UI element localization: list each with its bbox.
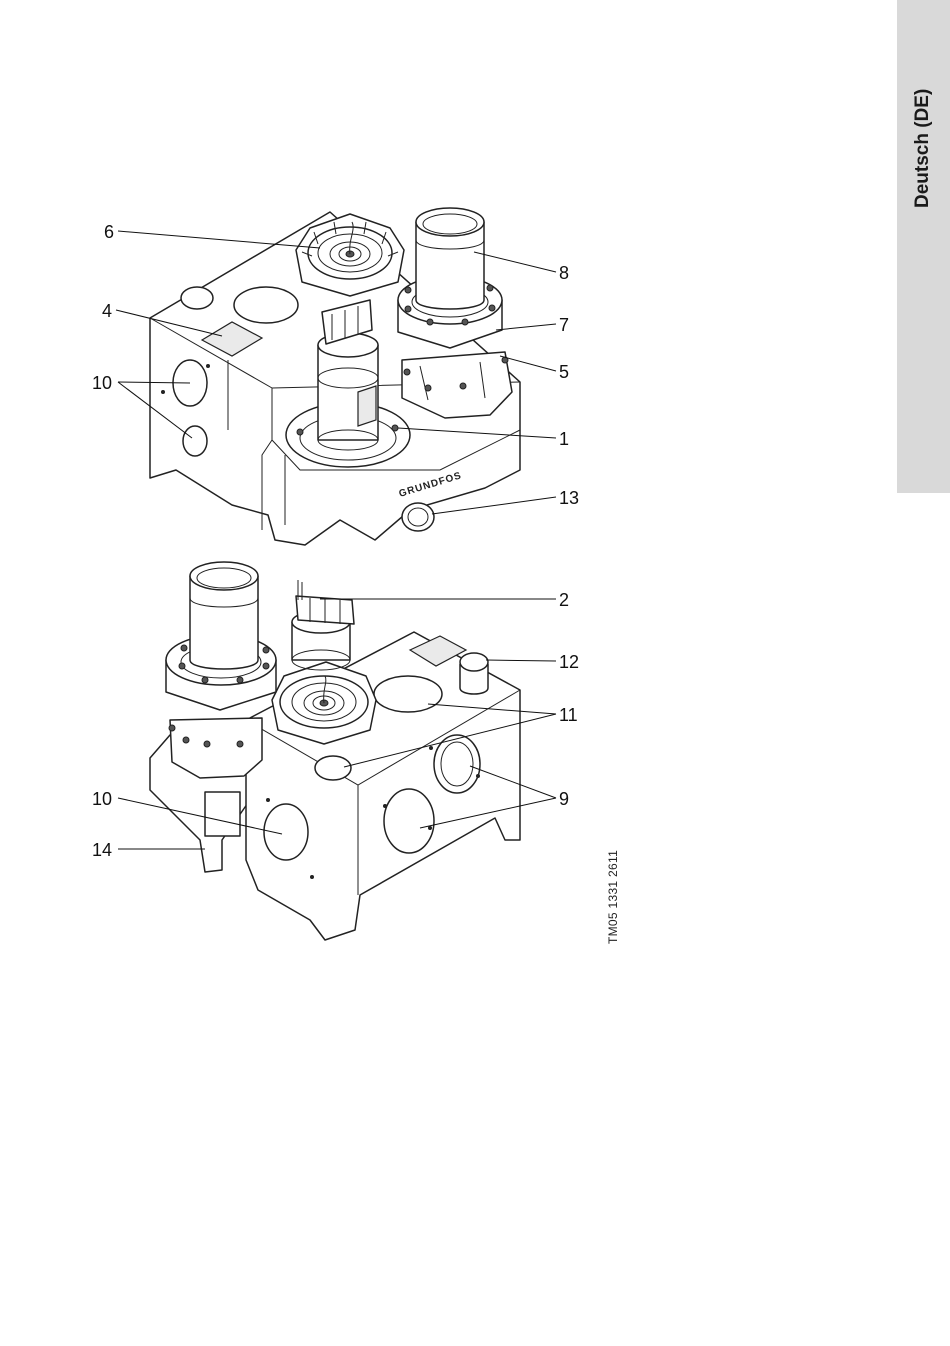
callout-14: 14 [92,840,112,860]
callout-11: 11 [559,705,578,725]
callout-10-lower: 10 [92,789,112,809]
upper-top-port [234,287,298,323]
lower-view [150,562,520,940]
upper-discharge-assembly [398,208,512,418]
lower-service-cover [272,662,376,744]
upper-front-inlet [402,503,434,531]
callout-2: 2 [559,590,569,610]
callout-6: 6 [104,222,114,242]
callout-7: 7 [559,315,569,335]
lower-discharge-assembly [166,562,276,778]
callout-5: 5 [559,362,569,382]
lower-side-inlet-right [384,789,434,853]
callout-1: 1 [559,429,569,449]
callout-10-upper: 10 [92,373,112,393]
callout-12: 12 [559,652,579,672]
lower-top-port [374,676,442,712]
callout-13: 13 [559,488,579,508]
lower-pump [292,580,354,670]
upper-side-inlet-small [183,426,207,456]
upper-view: GRUNDFOS [150,208,520,545]
lower-vent-cap [460,653,488,694]
callout-8: 8 [559,263,569,283]
upper-vent-cap [181,287,213,309]
lower-top-port-small [315,756,351,780]
callout-4: 4 [102,301,112,321]
callout-9: 9 [559,789,569,809]
